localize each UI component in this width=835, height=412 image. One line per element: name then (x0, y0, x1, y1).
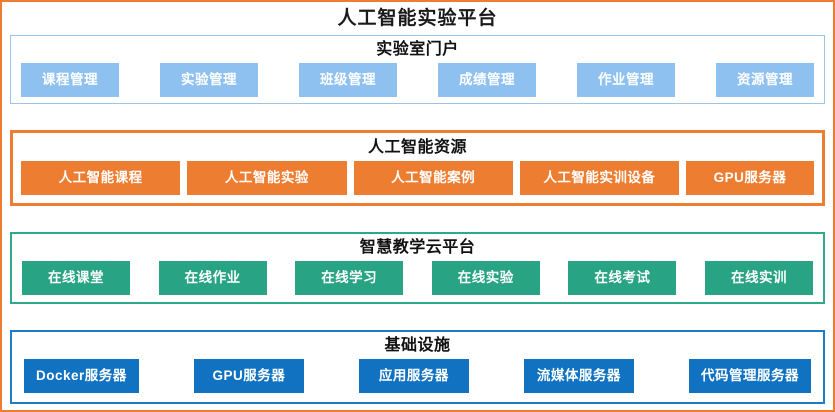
chip-homework-management[interactable]: 作业管理 (577, 63, 675, 97)
chip-docker-server[interactable]: Docker服务器 (24, 359, 139, 393)
chip-ai-experiment[interactable]: 人工智能实验 (187, 161, 347, 195)
chip-ai-course[interactable]: 人工智能课程 (21, 161, 181, 195)
layer-infrastructure: 基础设施 Docker服务器 GPU服务器 应用服务器 流媒体服务器 代码管理服… (10, 330, 825, 404)
layer-infrastructure-title: 基础设施 (384, 337, 451, 354)
layer-portal-title: 实验室门户 (376, 41, 459, 58)
chip-streaming-server[interactable]: 流媒体服务器 (523, 359, 634, 393)
page-title: 人工智能实验平台 (337, 8, 498, 29)
chip-resource-management[interactable]: 资源管理 (716, 63, 814, 97)
chip-online-homework[interactable]: 在线作业 (158, 261, 267, 295)
layer-infrastructure-chip-row: Docker服务器 GPU服务器 应用服务器 流媒体服务器 代码管理服务器 (12, 359, 823, 402)
chip-gpu-server[interactable]: GPU服务器 (193, 359, 304, 393)
layer-cloud-title: 智慧教学云平台 (359, 239, 476, 256)
layer-resource-chip-row: 人工智能课程 人工智能实验 人工智能案例 人工智能实训设备 GPU服务器 (13, 161, 822, 203)
chip-ai-case[interactable]: 人工智能案例 (353, 161, 513, 195)
layer-cloud: 智慧教学云平台 在线课堂 在线作业 在线学习 在线实验 在线考试 在线实训 (10, 232, 825, 304)
chip-course-management[interactable]: 课程管理 (21, 63, 119, 97)
chip-code-management-server[interactable]: 代码管理服务器 (688, 359, 811, 393)
chip-online-experiment[interactable]: 在线实验 (431, 261, 540, 295)
chip-ai-training-equipment[interactable]: 人工智能实训设备 (519, 161, 679, 195)
chip-grade-management[interactable]: 成绩管理 (438, 63, 536, 97)
chip-online-learning[interactable]: 在线学习 (295, 261, 404, 295)
chip-application-server[interactable]: 应用服务器 (358, 359, 469, 393)
layer-resource: 人工智能资源 人工智能课程 人工智能实验 人工智能案例 人工智能实训设备 GPU… (10, 130, 825, 206)
chip-online-classroom[interactable]: 在线课堂 (22, 261, 130, 295)
chip-class-management[interactable]: 班级管理 (299, 63, 397, 97)
chip-online-exam[interactable]: 在线考试 (568, 261, 677, 295)
chip-online-training[interactable]: 在线实训 (704, 261, 813, 295)
layer-cloud-chip-row: 在线课堂 在线作业 在线学习 在线实验 在线考试 在线实训 (12, 261, 823, 302)
chip-experiment-management[interactable]: 实验管理 (160, 63, 258, 97)
layer-stack: 实验室门户 课程管理 实验管理 班级管理 成绩管理 作业管理 资源管理 人工智能… (10, 34, 825, 404)
layer-resource-title: 人工智能资源 (367, 139, 467, 156)
layer-portal-chip-row: 课程管理 实验管理 班级管理 成绩管理 作业管理 资源管理 (11, 63, 824, 103)
chip-gpu-server[interactable]: GPU服务器 (686, 161, 814, 195)
layer-portal: 实验室门户 课程管理 实验管理 班级管理 成绩管理 作业管理 资源管理 (10, 35, 825, 104)
